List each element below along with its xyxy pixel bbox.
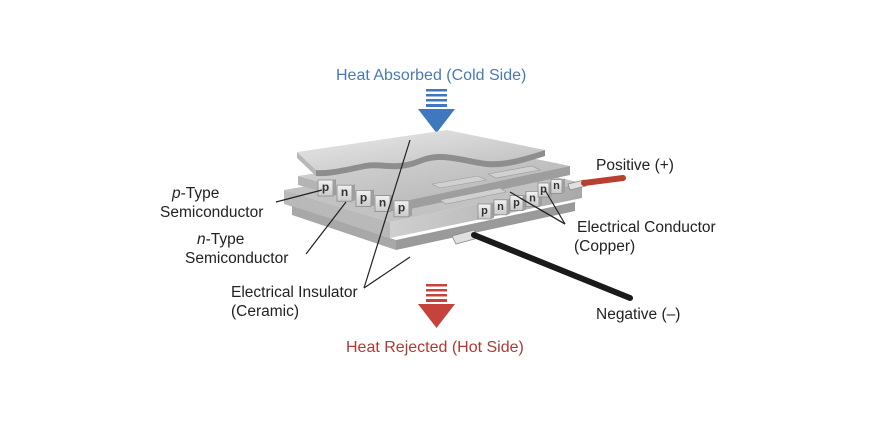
front-leg-p-2: p [355,189,374,207]
right-leg-n-1: n [493,198,510,216]
leader-lines [275,139,566,289]
positive-wire [567,175,626,191]
heat-rejected-label: Heat Rejected (Hot Side) [346,339,524,356]
right-back-leg-p-0: p [537,182,552,198]
p-type-rest: -Type [180,185,220,202]
front-leg-n-1: n [336,184,355,202]
p-type-prefix: p [172,185,181,202]
cold-side-arrow [418,89,455,133]
leg-letter: n [379,195,386,209]
copper-strips [431,165,541,205]
leg-letter: n [553,180,560,192]
top-ceramic-plate [297,130,545,177]
right-leg-p-2: p [509,194,526,212]
leg-letter: p [398,201,405,215]
n-type-label: n-Type [197,230,244,249]
leg-letter: n [341,185,348,199]
front-leg-p-0: p [317,179,336,197]
right-back-leg-n-1: n [550,178,565,194]
leg-letter: p [540,184,547,196]
conductor-label-line1: Electrical Conductor [577,219,716,236]
n-type-rest: -Type [205,231,245,248]
p-type-label-line2: Semiconductor [160,204,264,221]
hot-side-arrow [418,284,455,328]
front-leg-p-4: p [393,199,412,218]
n-type-prefix: n [197,231,206,248]
conductor-label-line2: (Copper) [574,238,636,255]
leg-letter: n [497,201,504,213]
leg-letter: p [513,197,520,209]
n-type-label-line2: Semiconductor [185,250,289,267]
negative-label: Negative (–) [596,306,681,323]
heat-absorbed-label: Heat Absorbed (Cold Side) [336,67,527,84]
insulator-label-line1: Electrical Insulator [231,284,358,301]
front-leg-n-3: n [374,194,393,213]
positive-label: Positive (+) [596,157,674,174]
leg-letter: n [529,193,536,205]
leg-letter: p [322,180,329,194]
insulator-label-line2: (Ceramic) [231,303,300,320]
right-leg-p-0: p [477,203,494,220]
p-type-label: p-Type [172,184,219,203]
negative-wire [451,229,633,301]
leg-letter: p [481,205,488,217]
leg-letter: p [360,190,367,204]
